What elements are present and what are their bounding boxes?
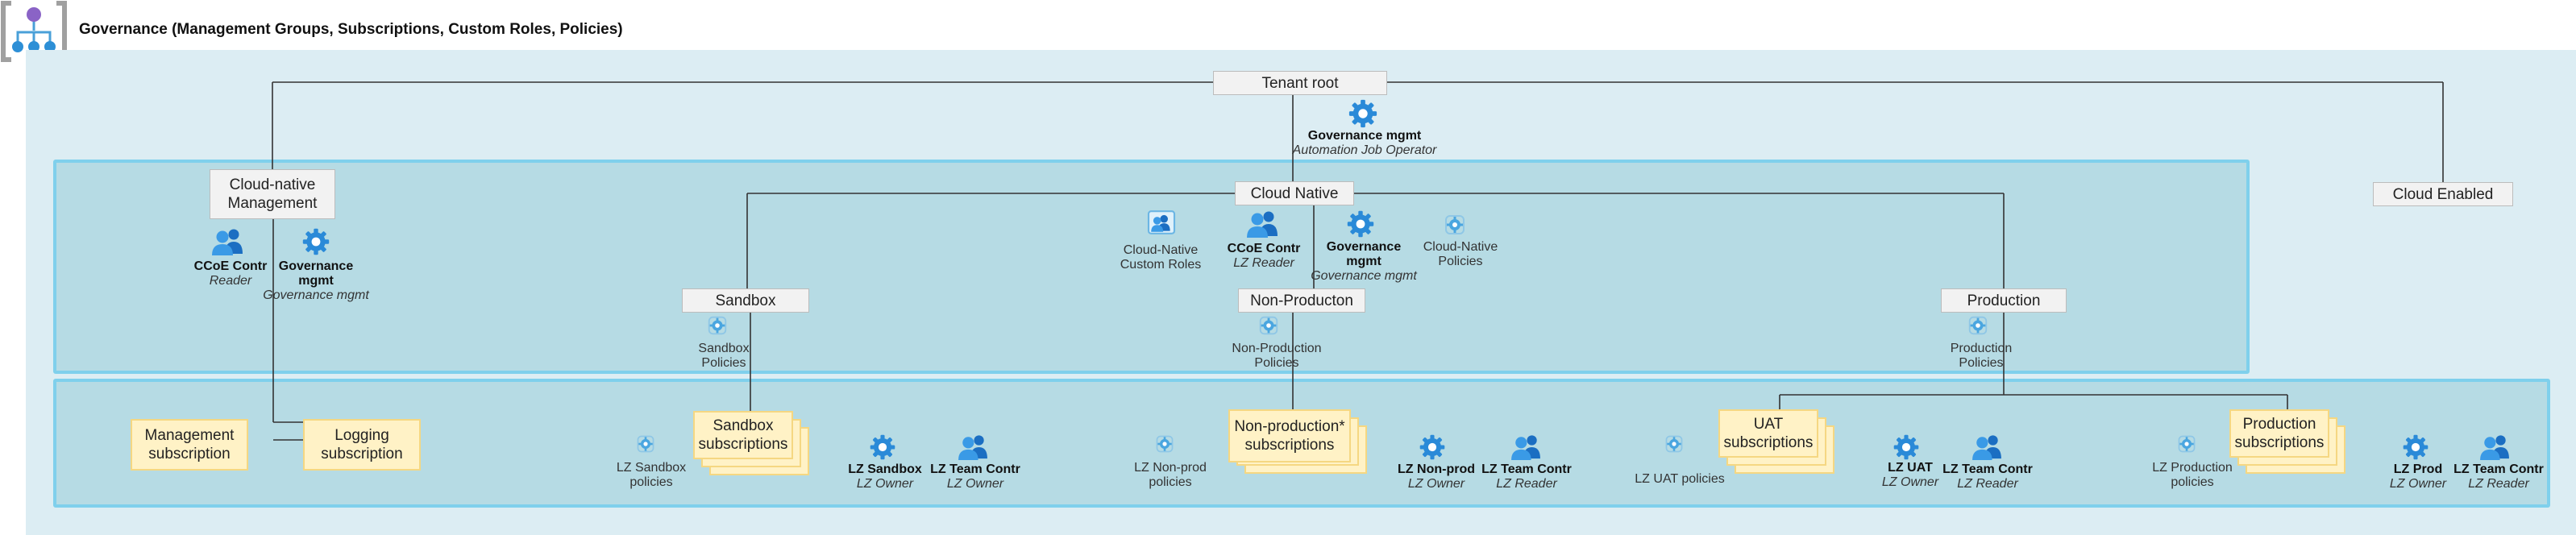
- tenant-governance-label: Governance mgmt Automation Job Operator: [1293, 129, 1437, 158]
- role-name: LZ Team Contr: [2453, 462, 2544, 476]
- gear-icon: [1348, 98, 1378, 129]
- node-tenant-root[interactable]: Tenant root: [1213, 71, 1387, 95]
- role-assignment: Reader: [209, 274, 252, 288]
- custom-role-icon: [1146, 209, 1177, 235]
- role-assignment: LZ Owner: [946, 477, 1004, 491]
- node-cloud-native[interactable]: Cloud Native: [1235, 181, 1354, 205]
- node-cloud-enabled[interactable]: Cloud Enabled: [2373, 182, 2513, 206]
- gear-icon: [2402, 433, 2429, 461]
- node-production[interactable]: Production: [1941, 288, 2067, 313]
- lz-nonprod-team-label: LZ Team Contr LZ Reader: [1481, 462, 1572, 491]
- mgmt-governance-label: Governance mgmt Governance mgmt: [263, 259, 369, 303]
- gear-icon: [301, 227, 330, 256]
- users-icon: [210, 227, 245, 256]
- role-name: Governance mgmt: [1307, 129, 1422, 143]
- lz-nonprod-label: LZ Non-prod LZ Owner: [1398, 462, 1475, 491]
- role-assignment: LZ Reader: [2468, 477, 2529, 491]
- logging-subscription[interactable]: Logging subscription: [303, 419, 421, 471]
- policy-icon: [706, 314, 729, 337]
- role-assignment: Governance mgmt: [1311, 269, 1417, 283]
- role-name: LZ Non-prod: [1398, 462, 1475, 476]
- policy-icon: [1443, 213, 1467, 237]
- role-assignment: LZ Reader: [1496, 477, 1557, 491]
- cn-governance-label: Governance mgmt Governance mgmt: [1311, 240, 1417, 284]
- gear-icon: [1346, 209, 1375, 238]
- sandbox-subscriptions[interactable]: Sandbox subscriptions: [693, 411, 809, 475]
- lz-sandbox-label: LZ Sandbox LZ Owner: [848, 462, 922, 491]
- lz-sandbox-team-label: LZ Team Contr LZ Owner: [930, 462, 1020, 491]
- role-assignment: LZ Owner: [856, 477, 914, 491]
- prod-policies-label: Production Policies: [1950, 342, 2013, 370]
- role-name: LZ Prod: [2393, 462, 2443, 476]
- policy-icon: [635, 433, 656, 454]
- node-cloud-native-management[interactable]: Cloud-native Management: [210, 169, 335, 219]
- role-assignment: LZ Owner: [1407, 477, 1465, 491]
- lz-sandbox-policies-label: LZ Sandbox policies: [616, 461, 687, 489]
- lz-uat-policies-label: LZ UAT policies: [1635, 472, 1725, 486]
- sandbox-policies-label: Sandbox Policies: [698, 342, 750, 370]
- cloud-native-band: [53, 160, 2250, 374]
- users-icon: [956, 433, 990, 461]
- role-name: CCoE Contr: [193, 259, 268, 273]
- non-production-subscriptions-label: Non-production* subscriptions: [1228, 409, 1351, 462]
- node-non-production[interactable]: Non-Producton: [1238, 288, 1365, 313]
- lz-prod-policies-label: LZ Production policies: [2152, 461, 2233, 489]
- management-subscription[interactable]: Management subscription: [131, 419, 248, 471]
- policy-icon: [2176, 433, 2197, 454]
- uat-subscriptions-label: UAT subscriptions: [1718, 409, 1818, 458]
- lz-uat-label: LZ UAT LZ Owner: [1882, 461, 1938, 490]
- users-icon: [2478, 433, 2512, 461]
- role-name: LZ Team Contr: [930, 462, 1020, 476]
- role-name: LZ UAT: [1888, 461, 1933, 475]
- non-production-subscriptions[interactable]: Non-production* subscriptions: [1228, 409, 1367, 474]
- gear-icon: [869, 433, 896, 461]
- production-subscriptions[interactable]: Production subscriptions: [2229, 409, 2345, 474]
- role-assignment: Automation Job Operator: [1292, 143, 1437, 157]
- role-name: LZ Team Contr: [1942, 462, 2033, 476]
- nonprod-policies-label: Non-Production Policies: [1232, 342, 1322, 370]
- cn-ccoe-label: CCoE Contr LZ Reader: [1228, 242, 1301, 271]
- role-name: LZ Sandbox: [848, 462, 922, 476]
- sandbox-subscriptions-label: Sandbox subscriptions: [693, 411, 793, 459]
- lz-uat-team-label: LZ Team Contr LZ Reader: [1942, 462, 2033, 491]
- policy-icon: [1154, 433, 1175, 454]
- cloud-native-policies-label: Cloud-Native Policies: [1423, 240, 1498, 268]
- users-icon: [1244, 209, 1280, 238]
- lz-prod-team-label: LZ Team Contr LZ Reader: [2453, 462, 2544, 491]
- policy-icon: [1967, 314, 1989, 337]
- users-icon: [1509, 433, 1543, 461]
- role-name: Governance mgmt: [1326, 240, 1402, 268]
- role-name: Governance mgmt: [278, 259, 354, 288]
- lz-prod-label: LZ Prod LZ Owner: [2390, 462, 2446, 491]
- cloud-native-custom-roles-label: Cloud-Native Custom Roles: [1120, 243, 1202, 272]
- gear-icon: [1893, 433, 1920, 461]
- role-assignment: Governance mgmt: [263, 288, 369, 302]
- role-assignment: LZ Reader: [1957, 477, 2018, 491]
- role-name: CCoE Contr: [1227, 242, 1301, 255]
- policy-icon: [1257, 314, 1280, 337]
- role-assignment: LZ Owner: [2389, 477, 2447, 491]
- gear-icon: [1419, 433, 1446, 461]
- node-sandbox[interactable]: Sandbox: [682, 288, 809, 313]
- role-assignment: LZ Owner: [1881, 475, 1939, 489]
- role-assignment: LZ Reader: [1233, 256, 1294, 270]
- policy-icon: [1664, 433, 1685, 454]
- users-icon: [1970, 433, 2004, 461]
- mgmt-ccoe-label: CCoE Contr Reader: [194, 259, 268, 288]
- lz-nonprod-policies-label: LZ Non-prod policies: [1134, 461, 1207, 489]
- uat-subscriptions[interactable]: UAT subscriptions: [1718, 409, 1834, 474]
- production-subscriptions-label: Production subscriptions: [2229, 409, 2329, 458]
- page-title: Governance (Management Groups, Subscript…: [79, 21, 623, 38]
- subscriptions-band: [53, 379, 2550, 508]
- role-name: LZ Team Contr: [1481, 462, 1572, 476]
